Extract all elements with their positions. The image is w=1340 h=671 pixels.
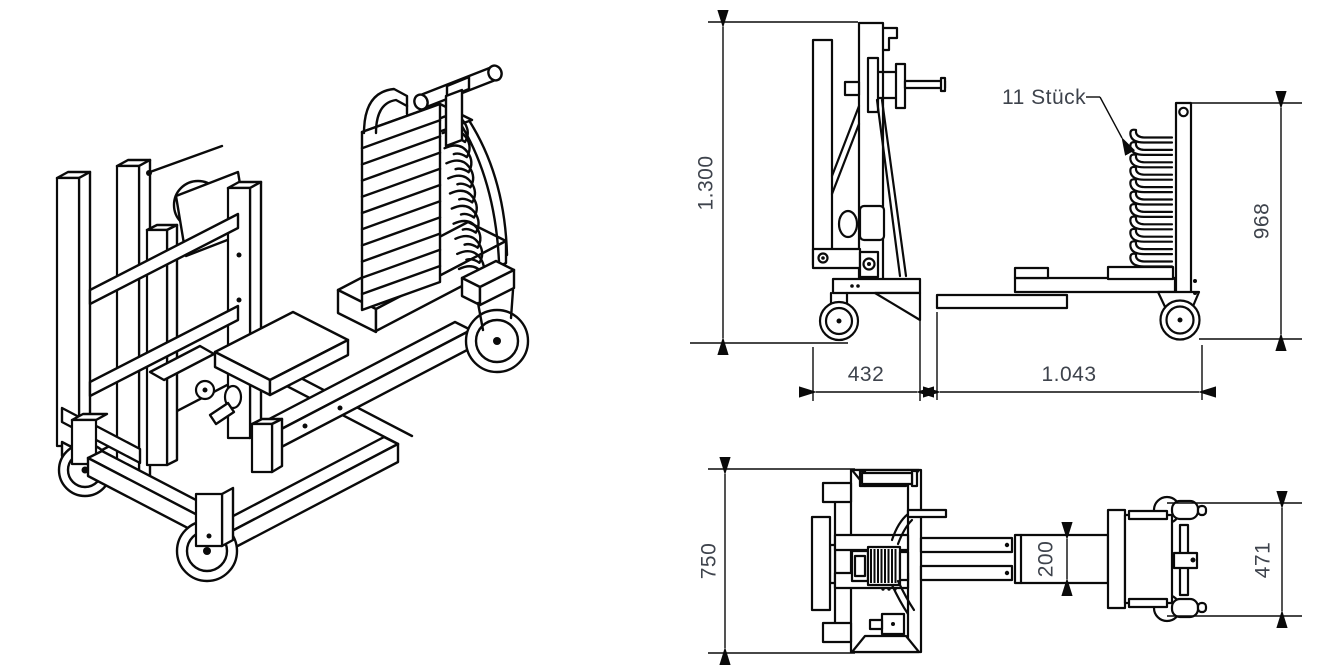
base-plate xyxy=(831,277,922,295)
post-tab-top xyxy=(821,481,853,504)
rear-post xyxy=(1174,101,1193,295)
plan-view-cart xyxy=(810,468,948,654)
mast-cross-rail-upper xyxy=(88,212,240,306)
carriage-plate xyxy=(1106,508,1127,610)
dim-label-front-height: 1.300 xyxy=(695,155,718,210)
stacked-shells xyxy=(360,87,509,312)
fork-arm-top xyxy=(919,536,1014,554)
rear-caster xyxy=(1156,279,1201,341)
side-view-dimensions: 11 Stück 968 1.043 xyxy=(922,86,1302,400)
crank-handle xyxy=(890,508,948,546)
mast-post-back-left xyxy=(55,170,92,448)
outrigger-plate xyxy=(810,515,832,612)
telescopic-beam xyxy=(250,320,473,474)
plan-view-carriage xyxy=(1106,495,1208,623)
isometric-view xyxy=(55,64,530,583)
mast-cross-rail-lower xyxy=(88,304,240,398)
stack-count-label: 11 Stück xyxy=(1002,86,1086,109)
gusset xyxy=(873,291,922,322)
winch-drum xyxy=(843,56,947,114)
release-lever xyxy=(837,204,886,242)
shell-stack xyxy=(1129,128,1174,268)
plan-view-carriage-dimensions: 471 xyxy=(1167,490,1302,629)
carriage-body xyxy=(1123,513,1174,605)
front-wheel xyxy=(818,291,860,342)
mast-column-outer xyxy=(811,38,834,267)
t-handle xyxy=(413,64,503,148)
side-view xyxy=(935,101,1201,341)
dim-label-side-height: 968 xyxy=(1251,203,1274,240)
caster-carriage xyxy=(460,259,530,374)
fork-beam xyxy=(935,293,1069,310)
plan-view-cart-dimensions: 750 xyxy=(698,456,855,666)
caster-front xyxy=(175,486,239,583)
lift-strap xyxy=(880,98,908,278)
top-latch xyxy=(881,26,899,52)
diagonal-brace xyxy=(830,104,861,178)
plan-view-forks: 200 xyxy=(919,521,1110,597)
dim-label-front-width: 432 xyxy=(848,363,885,386)
post-tab-bottom xyxy=(821,621,853,644)
front-view-dimensions: 1.300 432 xyxy=(690,9,935,401)
fork-arm-bottom xyxy=(919,564,1014,582)
dim-label-carriage-width: 471 xyxy=(1252,542,1275,579)
lower-arm xyxy=(811,247,880,279)
winch-block xyxy=(850,545,910,591)
mast-post-front-left xyxy=(115,158,152,488)
front-view xyxy=(811,21,947,342)
lower-pipe xyxy=(868,579,916,636)
beam-step xyxy=(1013,266,1050,280)
beam-plank xyxy=(213,310,350,397)
center-beam xyxy=(1013,533,1110,585)
dim-label-fork-width: 200 xyxy=(1035,541,1058,578)
stack-pedestal xyxy=(1106,265,1175,281)
stack-grab-handle xyxy=(362,87,409,135)
dim-label-plan-width: 750 xyxy=(698,543,721,580)
dim-label-side-length: 1.043 xyxy=(1041,363,1096,386)
